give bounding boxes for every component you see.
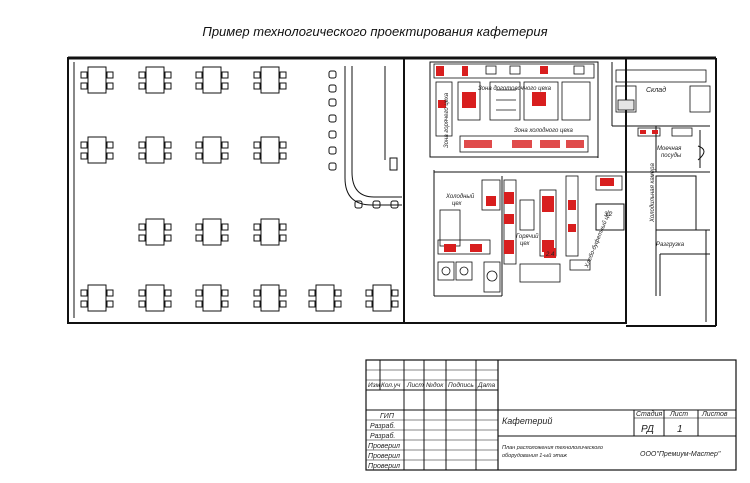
stamp-sheets-label: Листов: [701, 411, 728, 418]
dining-table: [195, 218, 229, 246]
stamp-header-signature: Подпись: [448, 381, 474, 389]
drawing-title: Пример технологического проектирования к…: [202, 24, 548, 39]
stool: [354, 200, 363, 209]
zone-hot-vertical-label: Зона горячего цеха: [444, 92, 450, 148]
dining-table: [195, 66, 229, 94]
kitchen-walls: [429, 61, 710, 322]
stamp-description-2: оборудования 1-ый этаж: [502, 452, 567, 459]
dining-table: [195, 284, 229, 312]
dishwash-label-1: Моечная: [657, 146, 682, 152]
dining-table: [253, 136, 287, 164]
stool: [328, 98, 337, 107]
stamp-stage-value: РД: [641, 424, 654, 435]
stamp-header-date: Дата: [477, 382, 496, 389]
title-block-text: Изм Кол.уч Лист №док Подпись Дата ГИП Ра…: [368, 381, 728, 470]
stamp-stage-label: Стадия: [636, 410, 662, 418]
cold-shop-label-1: Холодный: [445, 193, 475, 200]
stamp-company: ООО"Премиум-Мастер": [640, 451, 721, 458]
warehouse-label: Склад: [646, 86, 666, 94]
title-block: [365, 359, 737, 471]
dining-table: [80, 136, 114, 164]
stamp-role-razrab-1: Разраб.: [370, 422, 395, 430]
zone-cold-label: Зона холодного цеха: [514, 128, 573, 134]
dishwash-label-2: посуды: [661, 153, 682, 159]
unloading-label: Разгрузка: [656, 242, 685, 248]
dining-table: [138, 136, 172, 164]
stamp-header-koluch: Кол.уч: [381, 382, 401, 389]
dining-table: [365, 284, 399, 312]
stamp-header-ndok: №док: [426, 381, 444, 389]
kitchen-equipment: [433, 63, 711, 293]
dining-table: [195, 136, 229, 164]
stool: [328, 162, 337, 171]
dining-table: [138, 66, 172, 94]
stool: [328, 146, 337, 155]
stamp-sheet-value: 1: [677, 424, 683, 435]
stamp-role-proveril-3: Проверил: [368, 463, 400, 470]
dining-table: [80, 284, 114, 312]
hot-shop-label-1: Горячий: [516, 233, 539, 240]
stamp-role-proveril-2: Проверил: [368, 453, 400, 460]
stool: [328, 130, 337, 139]
stamp-sheet-label: Лист: [669, 411, 688, 418]
dining-table: [253, 284, 287, 312]
stool: [328, 84, 337, 93]
stamp-role-gip: ГИП: [380, 413, 395, 420]
dining-table: [308, 284, 342, 312]
dining-table: [138, 218, 172, 246]
stamp-header-list: Лист: [406, 382, 424, 389]
stamp-role-razrab-2: Разраб.: [370, 432, 395, 440]
badge-24: 2.4: [545, 252, 555, 258]
stamp-role-proveril-1: Проверил: [368, 443, 400, 450]
building-walls: [67, 56, 717, 327]
stool: [390, 200, 399, 209]
stamp-object-name: Кафетерий: [502, 416, 552, 426]
dining-table: [253, 218, 287, 246]
dining-table: [253, 66, 287, 94]
hot-shop-label-2: цех: [520, 241, 531, 247]
stamp-description-1: План расположения технологического: [502, 445, 603, 451]
counter-stools: [328, 70, 399, 209]
fridge-chamber-label: Холодильная камера: [650, 163, 656, 223]
stool: [328, 70, 337, 79]
stool: [372, 200, 381, 209]
dining-table: [138, 284, 172, 312]
dining-table: [80, 66, 114, 94]
stamp-header-izm: Изм: [368, 382, 381, 389]
stool: [328, 114, 337, 123]
zone-dough-label: Зона доготовочного цеха: [478, 86, 552, 92]
badge-32: 3.2: [604, 212, 613, 218]
cold-shop-label-2: цех: [452, 201, 463, 207]
dining-tables: [80, 66, 399, 312]
